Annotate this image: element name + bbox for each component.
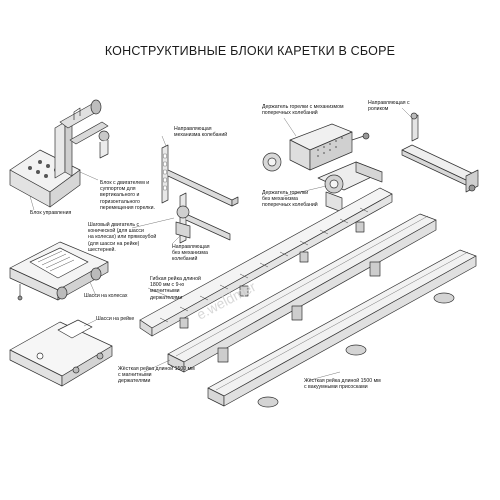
label-control-block: Блок управления <box>30 210 72 216</box>
holder-oscillation-drawing <box>262 123 370 172</box>
holder-no-oscillation-drawing <box>317 161 383 213</box>
leader-lines <box>29 107 413 381</box>
chassis-rail-drawing <box>9 319 113 387</box>
rigid-rail-vacuum-drawing <box>207 249 477 408</box>
guide-no-oscillation-drawing <box>175 192 231 244</box>
flexible-rail-drawing <box>139 187 393 337</box>
chassis-wheels-drawing <box>9 241 109 301</box>
label-chassis-rail: Шасси на рейке <box>96 316 135 322</box>
motor-block-drawing <box>9 99 110 208</box>
guide-roller-drawing <box>401 112 479 193</box>
label-chassis-wheels: Шасси на колесах <box>84 293 128 299</box>
rigid-rail-magnet-drawing <box>167 213 437 373</box>
guide-oscillation-drawing <box>161 144 239 207</box>
diagram-title: КОНСТРУКТИВНЫЕ БЛОКИ КАРЕТКИ В СБОРЕ <box>104 44 396 58</box>
